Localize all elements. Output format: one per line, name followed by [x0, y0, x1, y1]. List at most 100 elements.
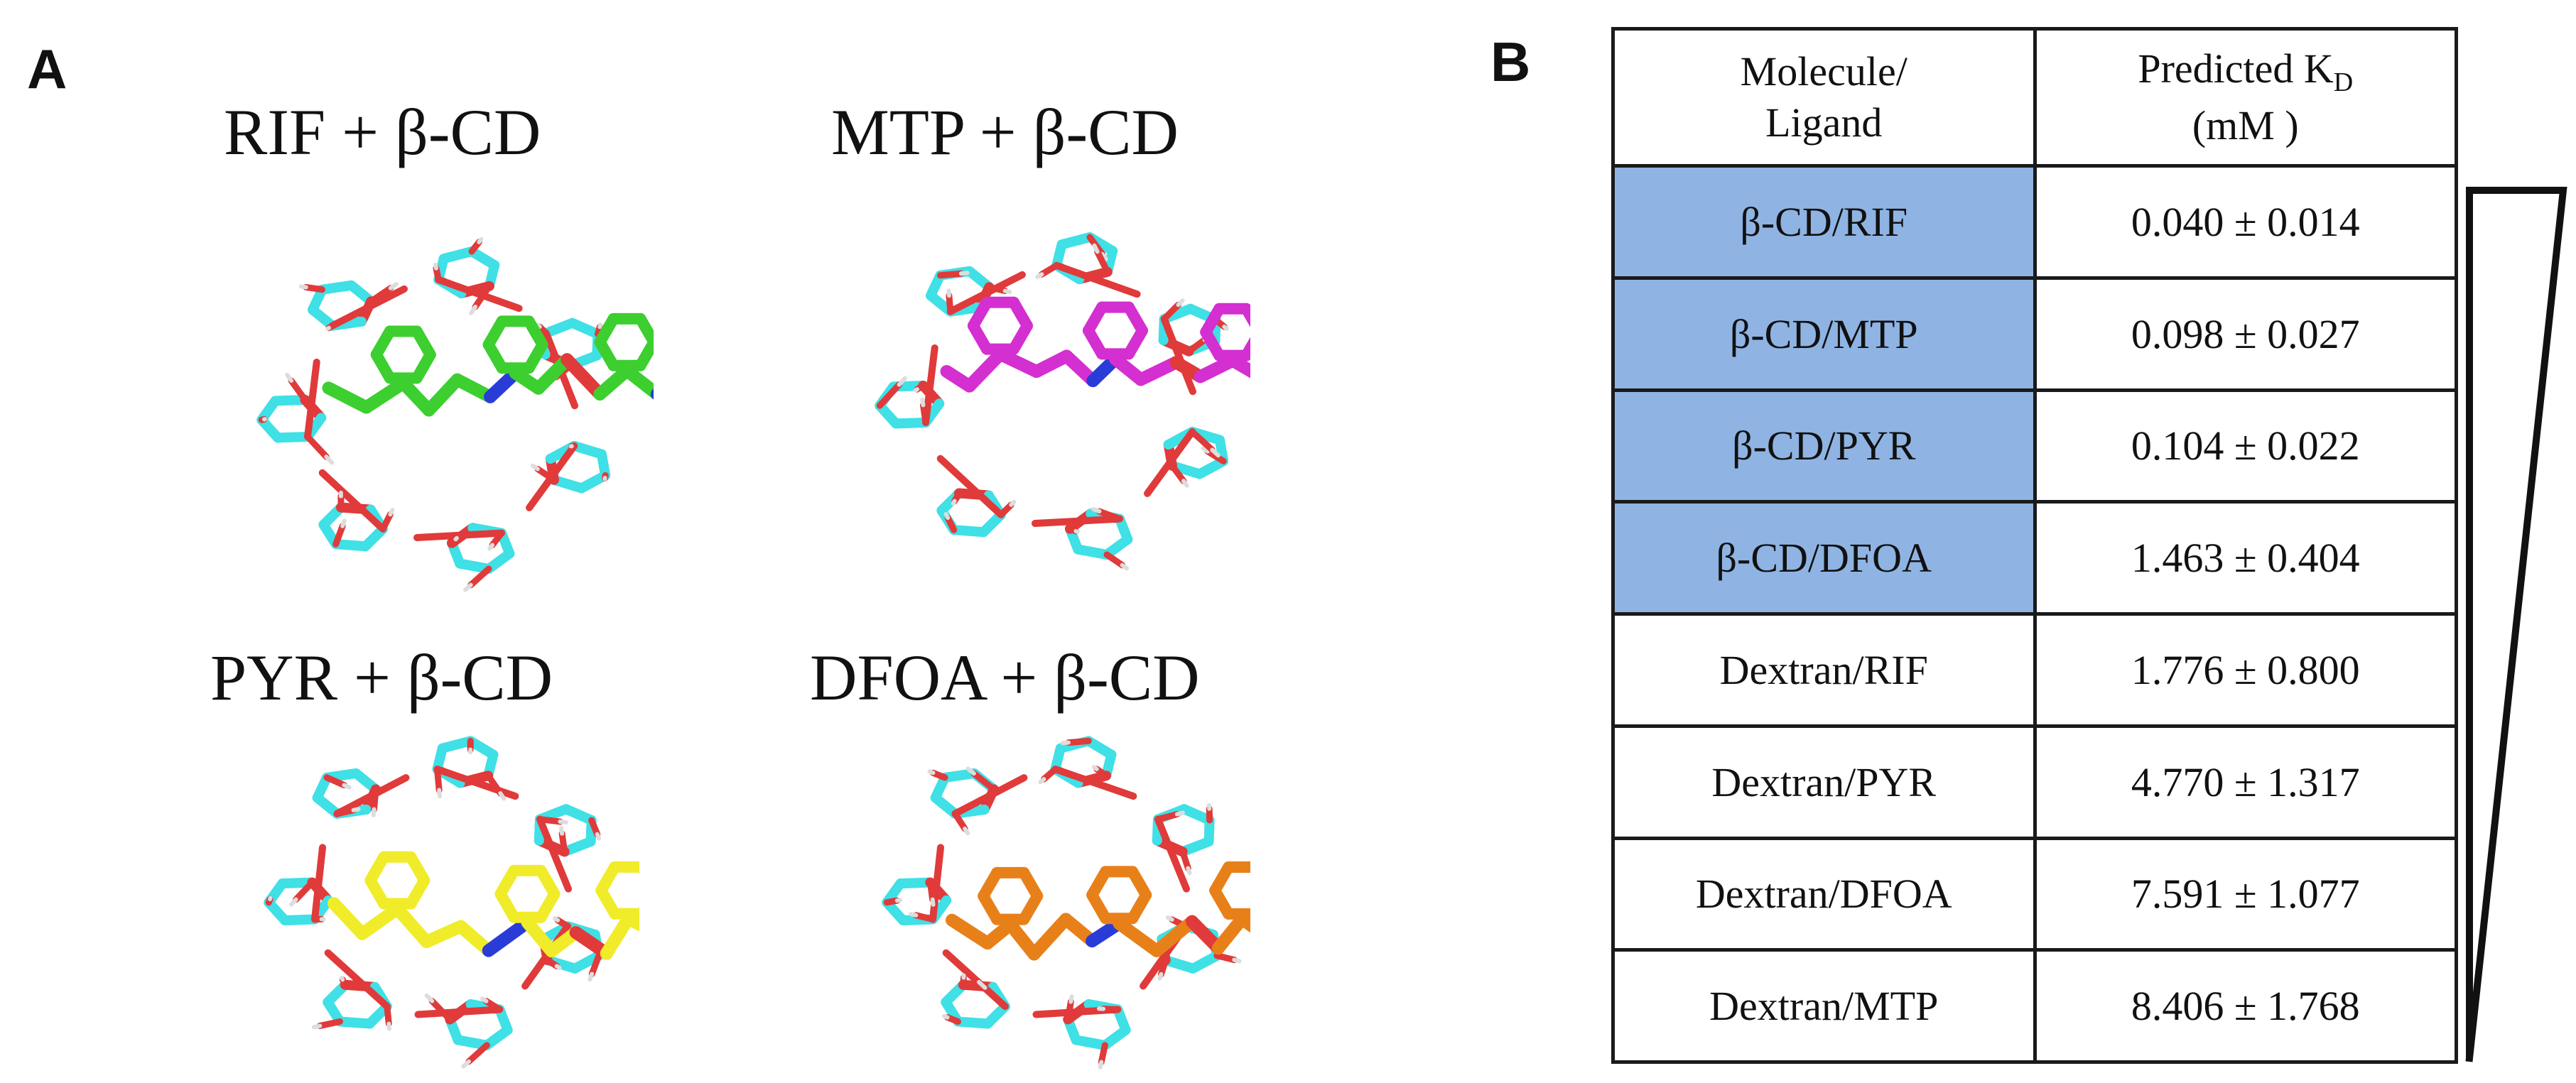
hydrogen-bond-stub	[1181, 479, 1189, 488]
hydroxyl-bond	[1040, 766, 1059, 783]
complex-label-mtp: MTP + β-CD	[831, 96, 1179, 168]
header-molecule-ligand: Molecule/ Ligand	[1611, 27, 2037, 168]
hydroxyl-bond	[303, 283, 325, 293]
hydrogen-bond-stub	[943, 511, 951, 521]
ligand-cell: Dextran/PYR	[1611, 724, 2037, 840]
hydrogen-bond-stub	[311, 1023, 323, 1030]
glycosidic-oxygen-bond	[1160, 315, 1196, 396]
hydroxyl-bond	[1161, 301, 1182, 322]
hydroxyl-bond	[558, 830, 568, 855]
cyclodextrin-bond	[437, 736, 476, 753]
hydroxyl-bond	[951, 810, 968, 832]
kd-cell: 0.040 ± 0.014	[2033, 164, 2458, 280]
cyclodextrin-bond	[1101, 534, 1133, 560]
glycosidic-oxygen-bond	[310, 844, 327, 923]
hydroxyl-bond	[489, 530, 505, 549]
hydroxyl-bond	[371, 785, 379, 813]
hydrogen-bond-stub	[1100, 251, 1108, 261]
hydrogen-bond-stub	[951, 499, 957, 506]
header-col1-line2: Ligand	[1765, 99, 1883, 146]
hydroxyl-bond	[288, 377, 308, 403]
complex-label-rif: RIF + β-CD	[224, 96, 541, 168]
hydroxyl-bond	[1157, 957, 1169, 978]
hydroxyl-bond	[384, 1003, 392, 1028]
hydrogen-bond-stub	[1157, 972, 1164, 981]
increasing-kd-wedge	[2465, 187, 2567, 1062]
cyclodextrin-bond	[596, 449, 611, 481]
kd-cell: 7.591 ± 1.077	[2033, 836, 2458, 952]
ligand-ring-bond	[411, 325, 436, 361]
hydrogen-bond-stub	[288, 897, 298, 907]
hydrogen-bond-stub	[1098, 1060, 1104, 1070]
ligand-cell: Dextran/DFOA	[1611, 836, 2037, 952]
glycosidic-oxygen-bond	[324, 949, 391, 1011]
cyclodextrin-bond	[926, 270, 946, 301]
hydroxyl-bond	[982, 984, 1009, 1010]
hydroxyl-bond	[1179, 848, 1191, 872]
ligand-bond	[620, 364, 654, 400]
hydroxyl-bond	[316, 1018, 344, 1030]
hydroxyl-bond	[332, 523, 346, 548]
cyclodextrin-bond	[483, 548, 515, 574]
hydrogen-bond-stub	[480, 996, 489, 1003]
hydroxyl-bond	[367, 285, 394, 305]
cyclodextrin-bond	[567, 317, 603, 339]
hydroxyl-bond	[997, 501, 1014, 518]
hydroxyl-bond	[985, 283, 1009, 295]
table-header-row: Molecule/ Ligand Predicted KD (mM )	[1611, 27, 2458, 168]
hydrogen-bond-stub	[1201, 446, 1211, 454]
kd-cell: 1.463 ± 0.404	[2033, 500, 2458, 616]
kd-table: Molecule/ Ligand Predicted KD (mM ) β-CD…	[1611, 27, 2458, 1064]
hydroxyl-bond	[1095, 508, 1123, 523]
ligand-bond	[993, 347, 1044, 379]
hydrogen-bond-stub	[487, 543, 495, 551]
kd-cell: 4.770 ± 1.317	[2033, 724, 2458, 840]
header-col2-subscript: D	[2333, 67, 2354, 97]
glycosidic-oxygen-bond	[433, 766, 519, 800]
ligand-bond	[1226, 354, 1250, 379]
glycosidic-oxygen-bond	[936, 455, 1005, 518]
hydrogen-bond-stub	[388, 508, 395, 517]
hydroxyl-bond	[1064, 998, 1074, 1023]
glycosidic-oxygen-bond	[921, 344, 938, 426]
rif-complex-structure	[256, 236, 654, 592]
header-col2-line2: (mM )	[2192, 102, 2299, 148]
hydroxyl-bond	[333, 807, 357, 817]
hydroxyl-bond	[1169, 462, 1187, 484]
hydrogen-bond-stub	[1002, 288, 1012, 295]
hydrogen-bond-stub	[913, 387, 920, 393]
hydroxyl-bond	[304, 433, 330, 460]
ligand-bond	[1150, 915, 1198, 957]
hydroxyl-bond	[1038, 262, 1060, 278]
hydrogen-bond-stub	[558, 826, 565, 836]
hydroxyl-bond	[936, 270, 965, 279]
cyclodextrin-bond	[930, 772, 951, 803]
ligand-ring-bond	[634, 312, 654, 348]
cyclodextrin-bond	[256, 415, 283, 443]
hydrogen-bond-stub	[530, 463, 540, 472]
ligand-ring-bond	[1007, 296, 1033, 332]
hydrogen-bond-stub	[1174, 810, 1185, 817]
hydroxyl-bond	[1100, 1006, 1121, 1013]
ligand-bond	[963, 347, 1007, 393]
glycosidic-oxygen-bond	[303, 359, 320, 440]
ligand-ring-bond	[1240, 303, 1250, 327]
hydrogen-bond-stub	[977, 979, 987, 990]
hydroxyl-bond	[1065, 737, 1092, 746]
ligand-bond	[561, 353, 607, 401]
header-col1-line1: Molecule/	[1740, 48, 1907, 94]
ligand-cell: β-CD/PYR	[1611, 388, 2037, 504]
hydroxyl-bond	[588, 817, 601, 838]
hydrogen-bond-stub	[340, 518, 347, 528]
kd-cell: 0.104 ± 0.022	[2033, 388, 2458, 504]
hydrogen-bond-stub	[342, 783, 352, 790]
hydroxyl-bond	[467, 565, 492, 589]
ligand-bond	[622, 912, 639, 932]
ligand-ring-bond	[523, 315, 548, 351]
